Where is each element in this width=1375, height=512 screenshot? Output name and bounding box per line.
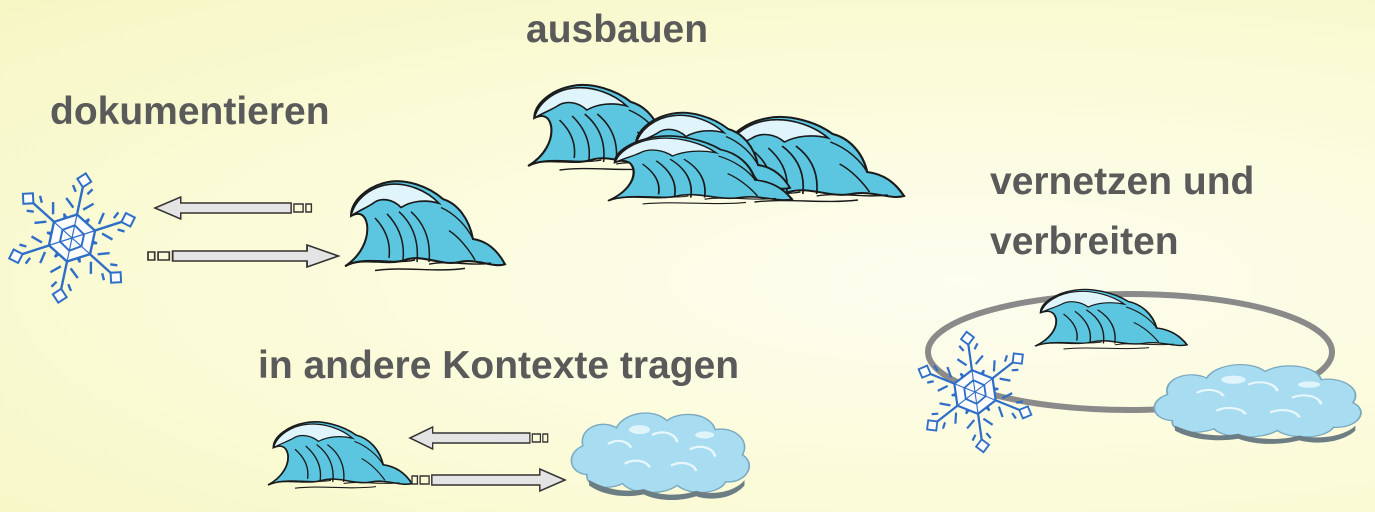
label-in-andere-kontexte-tragen: in andere Kontexte tragen: [258, 344, 740, 387]
label-ausbauen: ausbauen: [526, 8, 709, 51]
arrow-icon-kontexte-right: [411, 468, 566, 492]
arrow-icon-kontexte-left: [409, 426, 549, 450]
arrow-icon-dokumentieren-left: [154, 196, 313, 220]
label-vernetzen-und-verbreiten: vernetzen und verbreiten: [990, 152, 1254, 272]
cloud-icon-kontexte: [570, 411, 751, 502]
wave-icon-kontexte: [267, 420, 413, 490]
label-vernetzen-line2: verbreiten: [990, 220, 1179, 263]
ring-icon-network: [925, 291, 1335, 413]
wave-icon-dokumentieren: [343, 180, 507, 272]
label-vernetzen-line1: vernetzen und: [990, 160, 1255, 203]
label-dokumentieren: dokumentieren: [50, 90, 330, 133]
snowflake-icon-dokumentieren: [0, 160, 149, 316]
cloud-icon-vernetzen: [1152, 363, 1363, 446]
wave-group-ausbauen: [526, 83, 906, 206]
wave-icon-vernetzen: [1034, 288, 1188, 350]
arrow-icon-dokumentieren-right: [147, 244, 340, 268]
